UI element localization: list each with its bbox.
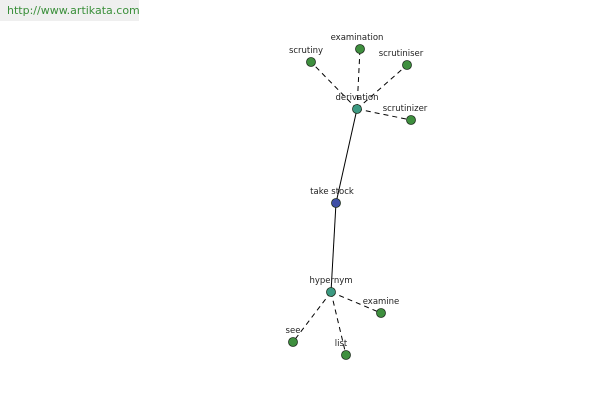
nodes-layer: take stock derivation hypernym scrutiny exam… (286, 33, 428, 360)
node-dot-derivation[interactable] (352, 104, 362, 114)
node-dot-scrutiny[interactable] (306, 57, 316, 67)
edge-take-stock-to-derivation (335, 108, 358, 204)
node-dot-list[interactable] (341, 350, 351, 360)
node-label-scrutiny: scrutiny (289, 46, 323, 56)
node-label-hypernym: hypernym (309, 276, 352, 286)
node-label-examination: examination (331, 33, 384, 43)
edge-derivation-to-scrutinizer (356, 108, 412, 121)
node-dot-examine[interactable] (376, 308, 386, 318)
node-label-take-stock: take stock (310, 187, 354, 197)
node-dot-take-stock[interactable] (331, 198, 341, 208)
edge-hypernym-to-examine (330, 291, 382, 314)
node-scrutiniser[interactable]: scrutiniser (379, 49, 424, 70)
edge-take-stock-to-hypernym (330, 202, 337, 293)
node-hypernym[interactable]: hypernym (309, 276, 353, 297)
node-take-stock[interactable]: take stock (310, 187, 354, 208)
node-label-scrutiniser: scrutiniser (379, 49, 424, 59)
node-dot-examination[interactable] (355, 44, 365, 54)
node-list[interactable]: list (335, 339, 351, 360)
watermark-url[interactable]: http://www.artikata.com (0, 0, 140, 21)
edge-hypernym-to-list (330, 291, 347, 356)
node-dot-scrutinizer[interactable] (406, 115, 416, 125)
node-see[interactable]: see (286, 326, 301, 347)
node-label-scrutinizer: scrutinizer (383, 104, 428, 114)
node-dot-see[interactable] (288, 337, 298, 347)
node-scrutinizer[interactable]: scrutinizer (383, 104, 428, 125)
node-examine[interactable]: examine (363, 297, 400, 318)
edge-derivation-to-scrutiniser (356, 64, 408, 110)
node-examination[interactable]: examination (331, 33, 384, 54)
edge-derivation-to-scrutiny (310, 61, 358, 110)
node-label-derivation: derivation (335, 93, 378, 103)
edge-hypernym-to-see (292, 291, 332, 343)
node-label-list: list (335, 339, 348, 349)
node-dot-hypernym[interactable] (326, 287, 336, 297)
node-label-see: see (286, 326, 301, 336)
edge-derivation-to-examination (356, 48, 361, 110)
node-scrutiny[interactable]: scrutiny (289, 46, 323, 67)
node-derivation[interactable]: derivation (335, 93, 379, 114)
edges-layer (292, 48, 412, 356)
node-label-examine: examine (363, 297, 400, 307)
node-dot-scrutiniser[interactable] (402, 60, 412, 70)
